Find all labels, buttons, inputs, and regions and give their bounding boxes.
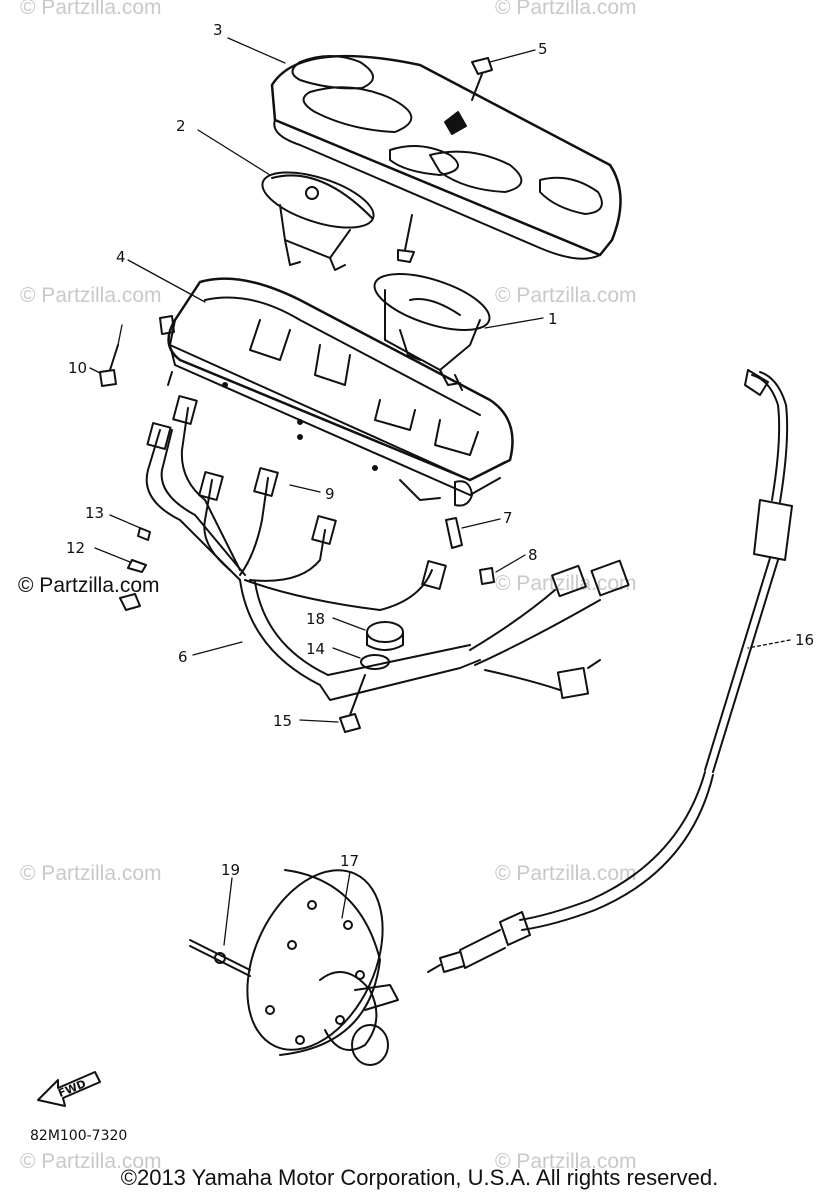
callout-7: 7 [503,509,513,527]
watermark: © Partzilla.com [20,0,162,19]
callout-14: 14 [306,640,325,658]
diagram-code: 82M100-7320 [30,1128,128,1144]
callout-12: 12 [66,539,85,557]
callout-9: 9 [325,485,335,503]
callout-15: 15 [273,712,292,730]
callout-10: 10 [68,359,87,377]
meter-gear-18 [246,869,399,1066]
watermark: © Partzilla.com [20,862,162,885]
callout-16: 18 [306,610,325,628]
callout-13: 13 [85,504,104,522]
copyright-notice: ©2013 Yamaha Motor Corporation, U.S.A. A… [120,1165,719,1190]
screw-5 [397,57,493,263]
leader-lines [89,37,791,946]
watermark: © Partzilla.com [495,572,637,595]
callout-8: 8 [528,546,538,564]
fwd-label: FWD [56,1077,88,1100]
callout-17: 16 [795,631,814,649]
callout-18: 17 [340,852,359,870]
meter-cover-part [270,54,622,260]
callout-19: 19 [221,861,240,879]
gauge-1 [373,273,491,391]
callout-2: 2 [176,117,186,135]
speedometer-cable-17 [427,369,793,973]
callout-1: 1 [548,310,558,328]
pin-19 [189,939,251,977]
fwd-arrow [37,1071,101,1107]
callout-3: 3 [213,21,223,39]
callout-5: 5 [538,40,548,58]
wire-harness-6 [119,395,630,701]
grommets [339,621,404,733]
bulb-socket-7 [445,517,495,585]
watermark: © Partzilla.com [495,0,637,19]
callout-6: 6 [178,648,188,666]
meter-case [167,277,514,507]
watermark: © Partzilla.com [495,862,637,885]
watermark: © Partzilla.com [495,1150,637,1173]
watermark: © Partzilla.com [495,284,637,307]
watermark-strong: © Partzilla.com [18,574,160,597]
screw-10 [99,315,175,387]
watermark: © Partzilla.com [20,284,162,307]
watermark: © Partzilla.com [20,1150,162,1173]
callout-4: 4 [116,248,126,266]
gauge-2 [261,171,375,271]
